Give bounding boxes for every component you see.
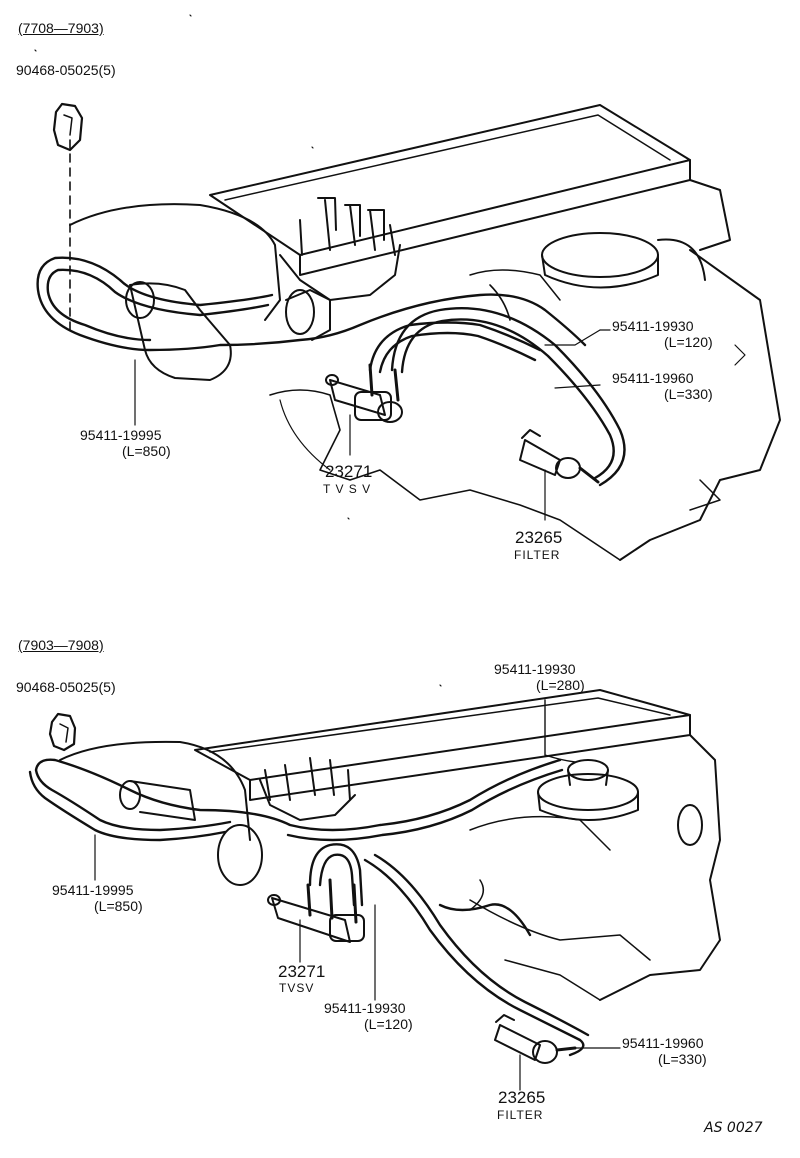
clip-icon-top — [52, 102, 84, 152]
length-l120-top: (L=120) — [664, 334, 713, 350]
tvsv-top — [325, 363, 403, 423]
period-label-bottom: (7903—7908) — [18, 637, 104, 653]
tvsv-bottom — [267, 878, 365, 943]
length-l330-top: (L=330) — [664, 386, 713, 402]
part-number-23265-top: 23265 — [515, 528, 563, 547]
filter-top — [519, 429, 600, 484]
length-l850-top: (L=850) — [122, 443, 171, 459]
drawing-code: AS 0027 — [704, 1120, 763, 1136]
length-l330-bottom: (L=330) — [658, 1051, 707, 1067]
clip-part-number-top: 90468-05025(5) — [16, 62, 116, 78]
clip-icon-bottom — [48, 712, 77, 752]
engine-drawing-top — [69, 104, 781, 561]
part-number-95411-19995-top: 95411-19995 — [80, 427, 162, 443]
tvsv-label-top: T V S V — [323, 482, 372, 496]
vacuum-hoses-top — [36, 139, 746, 521]
part-number-95411-19930-top: 95411-19930 — [612, 318, 694, 334]
engine-drawing-bottom — [59, 689, 721, 1001]
clip-part-number-bottom: 90468-05025(5) — [16, 679, 116, 695]
length-l120-bottom: (L=120) — [364, 1016, 413, 1032]
filter-bottom — [494, 1014, 577, 1064]
length-l850-bottom: (L=850) — [94, 898, 143, 914]
tvsv-label-bottom: TVSV — [279, 981, 315, 995]
vacuum-hoses-bottom — [28, 699, 621, 1091]
part-number-95411-19930-l280: 95411-19930 — [494, 661, 576, 677]
part-number-23265-bottom: 23265 — [498, 1088, 546, 1107]
print-specks — [34, 14, 442, 687]
filter-label-bottom: FILTER — [497, 1108, 544, 1122]
part-number-95411-19995-bottom: 95411-19995 — [52, 882, 134, 898]
part-number-95411-19960-bottom: 95411-19960 — [622, 1035, 704, 1051]
period-label-top: (7708—7903) — [18, 20, 104, 36]
part-number-23271-top: 23271 — [325, 462, 373, 481]
part-number-23271-bottom: 23271 — [278, 962, 326, 981]
part-number-95411-19960-top: 95411-19960 — [612, 370, 694, 386]
length-l280-bottom: (L=280) — [536, 677, 585, 693]
part-number-95411-19930-l120-bottom: 95411-19930 — [324, 1000, 406, 1016]
filter-label-top: FILTER — [514, 548, 561, 562]
